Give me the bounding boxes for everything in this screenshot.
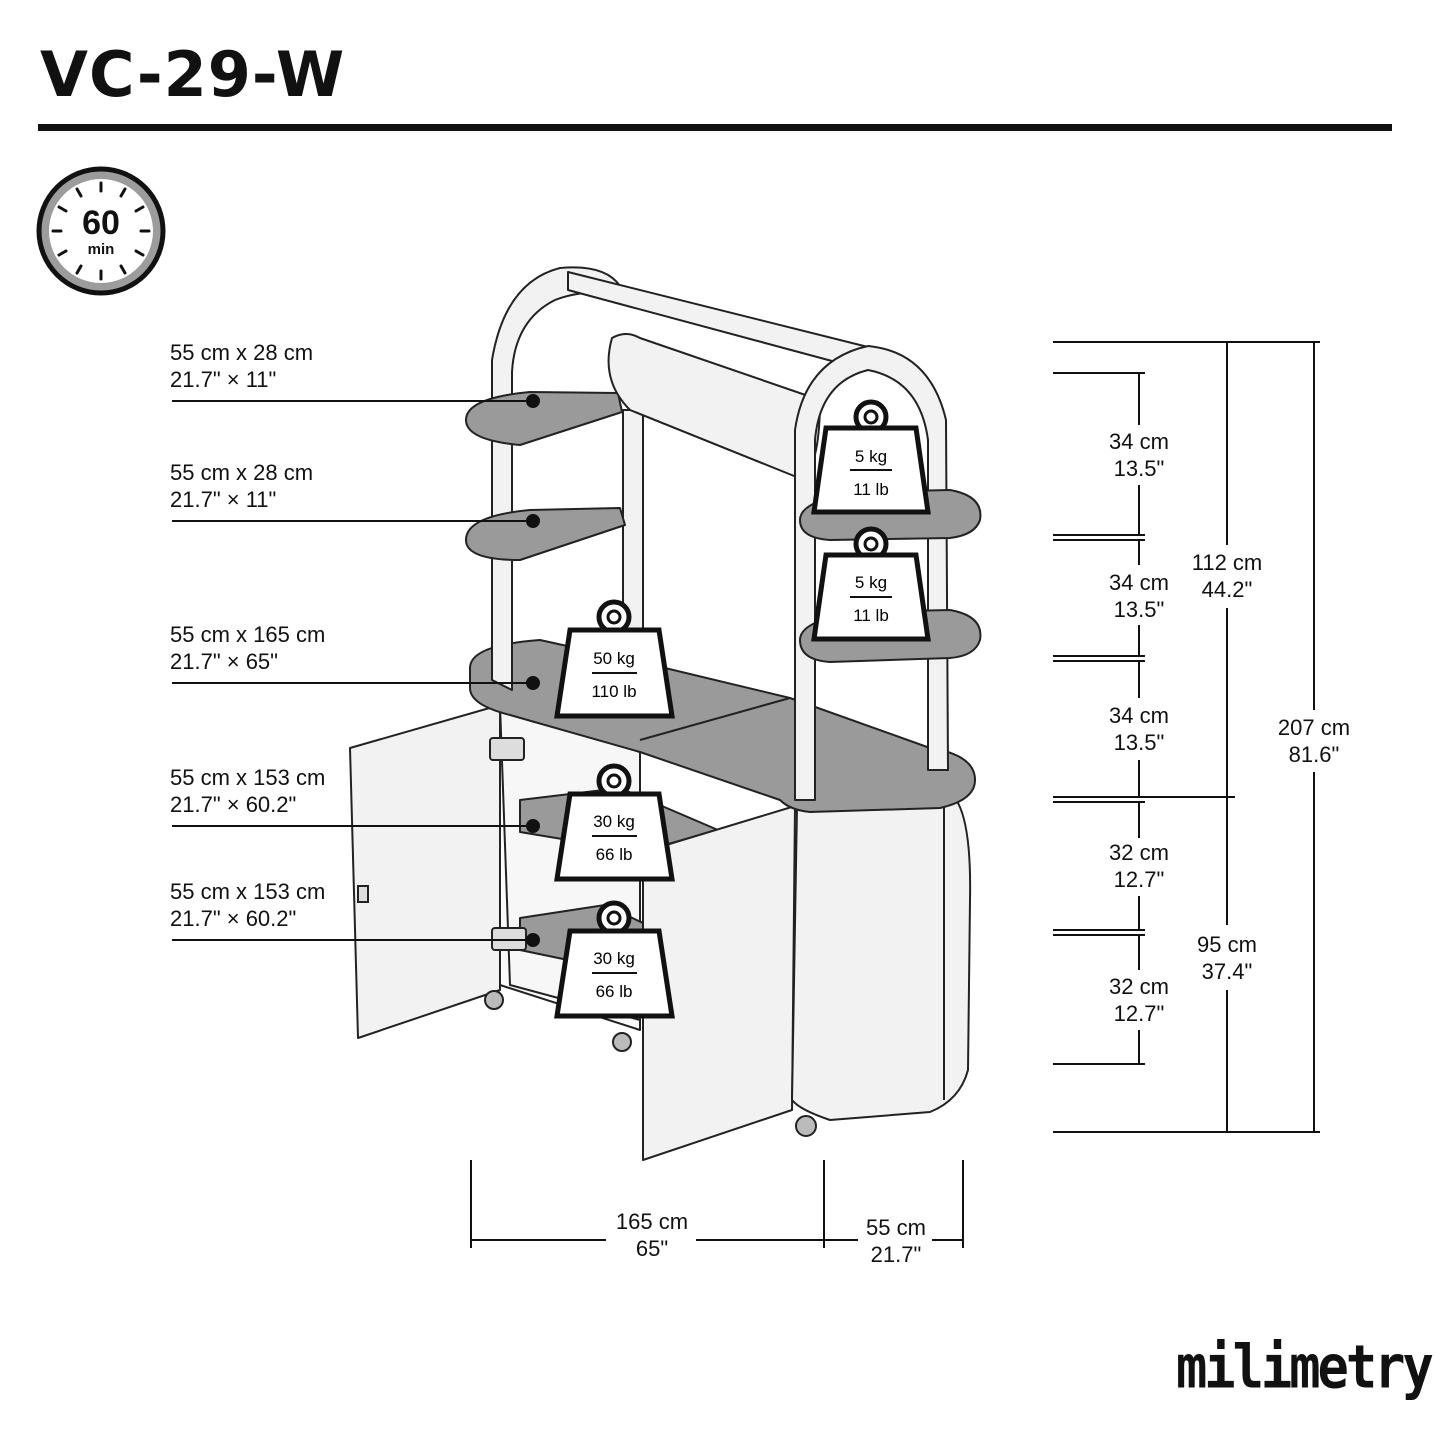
weight-kg: 50 kg (593, 649, 635, 668)
left-middle-shelf (465, 507, 626, 561)
shelf-label-3: 55 cm x 165 cm 21.7" × 65" (170, 621, 325, 675)
shelf-label-5: 55 cm x 153 cm 21.7" × 60.2" (170, 878, 325, 932)
weight-tag-3: 50 kg 110 lb (554, 599, 675, 719)
weight-lb: 11 lb (853, 480, 889, 499)
shelf-size-in: 21.7" × 65" (170, 649, 278, 674)
right-arch (794, 345, 949, 801)
hinge-icon (489, 737, 525, 761)
weight-tag-2: 5 kg 11 lb (811, 526, 931, 642)
shelf-size-cm: 55 cm x 153 cm (170, 879, 326, 904)
rounded-end-panel (791, 789, 972, 1121)
right-door (642, 805, 796, 1161)
timer-unit: min (88, 241, 115, 258)
weight-lb: 66 lb (596, 845, 633, 864)
weight-lb: 110 lb (591, 682, 636, 701)
shelf-label-2: 55 cm x 28 cm 21.7" × 11" (170, 459, 313, 513)
horizontal-dimension-lines (470, 1160, 964, 1248)
header-rule (38, 124, 1392, 131)
shelf-size-cm: 55 cm x 153 cm (170, 765, 326, 790)
weight-kg: 5 kg (855, 447, 887, 466)
weight-lb: 11 lb (853, 606, 889, 625)
left-top-shelf (465, 391, 623, 446)
vertical-dimension-lines (1053, 341, 1320, 1133)
shelf-size-cm: 55 cm x 28 cm (170, 460, 314, 485)
shelf-size-cm: 55 cm x 28 cm (170, 340, 314, 365)
product-code-title: VC-29-W (40, 38, 346, 111)
weight-lb: 66 lb (596, 982, 633, 1001)
shelf-size-cm: 55 cm x 165 cm (170, 622, 326, 647)
brand-logo: milimetry (1176, 1333, 1434, 1403)
weight-tag-4: 30 kg 66 lb (554, 763, 675, 882)
shelf-size-in: 21.7" × 60.2" (170, 792, 297, 817)
shelf-size-in: 21.7" × 60.2" (170, 906, 297, 931)
weight-kg: 30 kg (593, 812, 635, 831)
shelf-label-4: 55 cm x 153 cm 21.7" × 60.2" (170, 764, 325, 818)
timer-icon: 60 min (36, 166, 166, 296)
door-handle-icon (357, 885, 369, 903)
weight-tag-1: 5 kg 11 lb (811, 399, 931, 515)
shelf-label-1: 55 cm x 28 cm 21.7" × 11" (170, 339, 313, 393)
weight-tag-5: 30 kg 66 lb (554, 900, 675, 1019)
timer-value: 60 (82, 204, 120, 242)
weight-kg: 30 kg (593, 949, 635, 968)
weight-kg: 5 kg (855, 573, 887, 592)
left-door (349, 704, 501, 1039)
shelf-size-in: 21.7" × 11" (170, 487, 277, 512)
shelf-size-in: 21.7" × 11" (170, 367, 277, 392)
